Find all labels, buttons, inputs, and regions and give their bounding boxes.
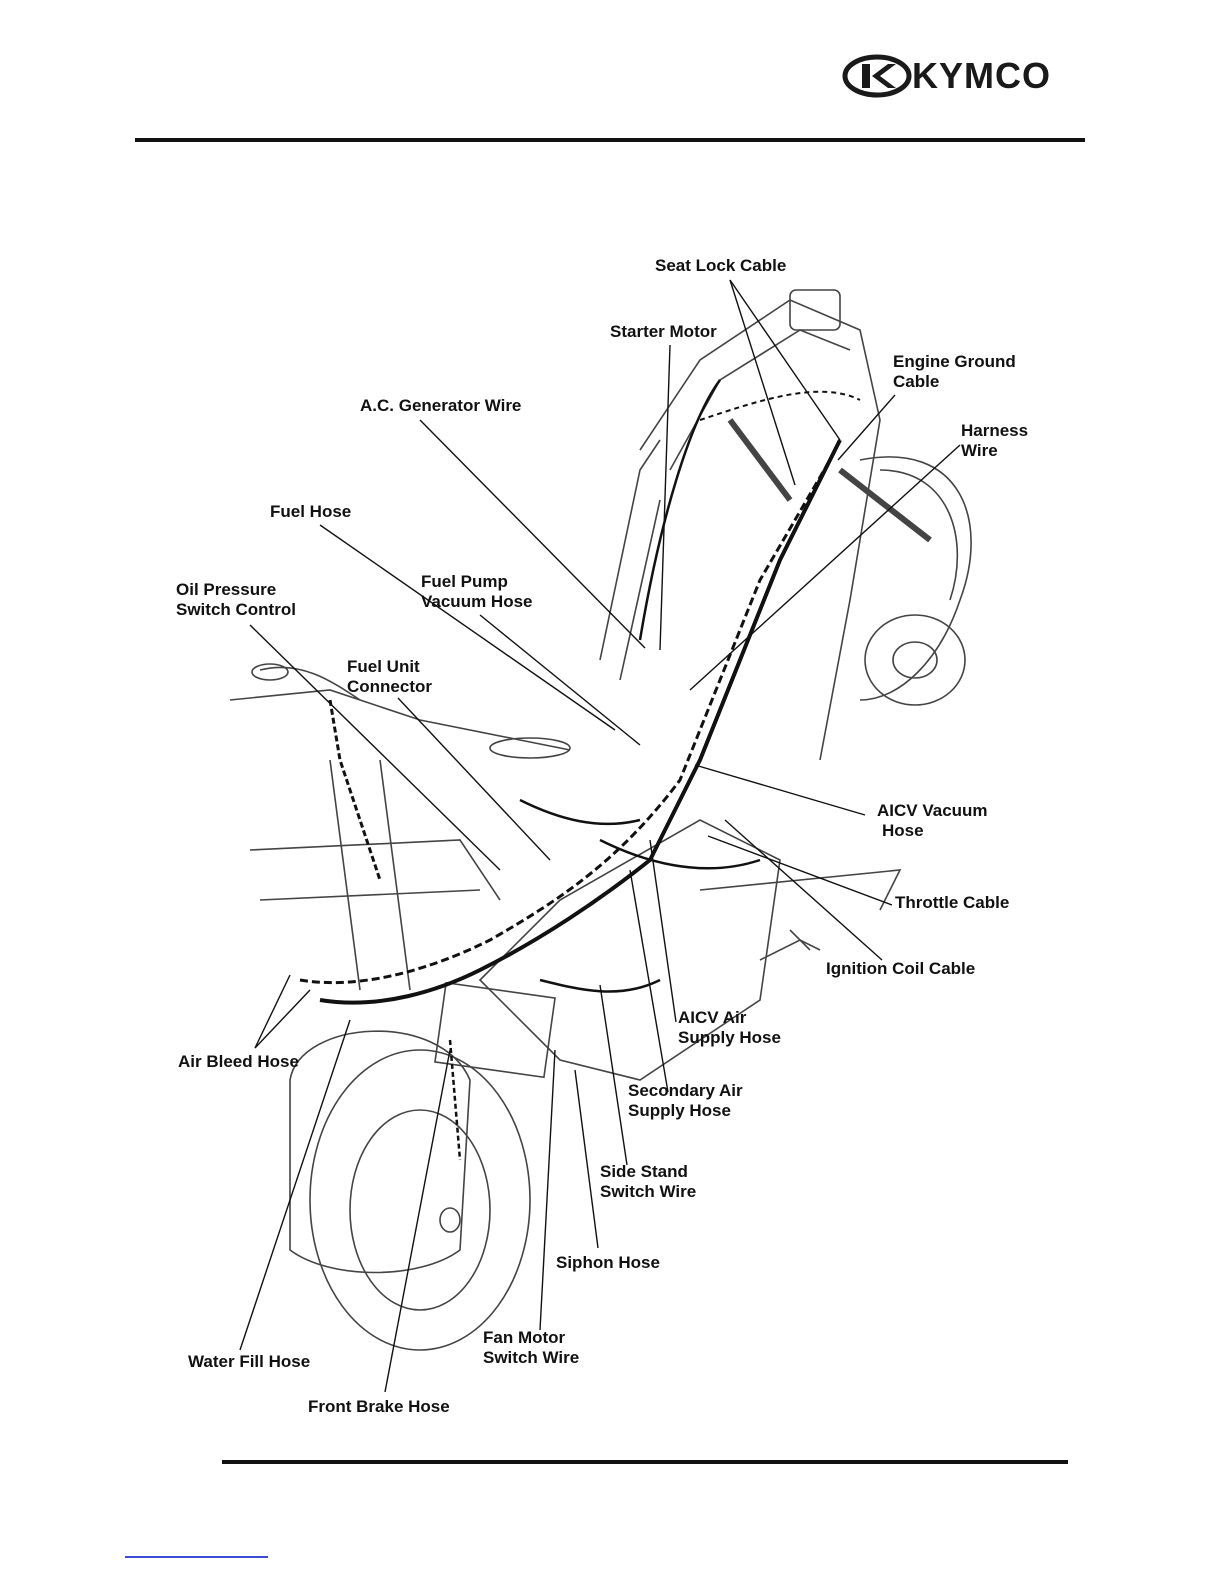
kymco-emblem-icon [842,54,912,98]
label-air-bleed-hose: Air Bleed Hose [178,1052,299,1071]
label-line: Side Stand [600,1162,688,1181]
kymco-logo: KYMCO [842,54,1078,98]
label-line: Harness [961,421,1029,440]
label-ignition-coil-cable: Ignition Coil Cable [826,959,976,978]
label-line: Hose [882,821,924,840]
label-front-brake-hose: Front Brake Hose [308,1397,450,1416]
label-line: Vacuum Hose [421,592,533,611]
label-line: Fuel Unit [347,657,420,676]
footer-rule [222,1460,1068,1464]
header-rule [135,138,1085,142]
label-line: Supply Hose [678,1028,781,1047]
label-line: Switch Control [176,600,296,619]
brand-name: KYMCO [912,55,1051,96]
label-line: Secondary Air [628,1081,743,1100]
label-fuel-pump-vacuum-hose: Fuel Pump Vacuum Hose [421,572,533,612]
label-side-stand-switch-wire: Side Stand Switch Wire [600,1162,696,1202]
label-starter-motor: Starter Motor [610,322,717,341]
label-siphon-hose: Siphon Hose [556,1253,660,1272]
label-line: Fan Motor [483,1328,566,1347]
label-line: Connector [347,677,432,696]
label-ac-generator-wire: A.C. Generator Wire [360,396,522,415]
label-line: Fuel Pump [421,572,508,591]
label-water-fill-hose: Water Fill Hose [188,1352,311,1371]
label-engine-ground-cable: Engine Ground Cable [893,352,1016,392]
label-line: Supply Hose [628,1101,731,1120]
label-fuel-unit-connector: Fuel Unit Connector [347,657,432,697]
label-aicv-air-supply-hose: AICV Air Supply Hose [678,1008,781,1048]
footer-link-underline[interactable] [125,1556,268,1558]
label-line: Engine Ground [893,352,1016,371]
label-throttle-cable: Throttle Cable [895,893,1010,912]
label-seat-lock-cable: Seat Lock Cable [655,256,787,275]
label-secondary-air-supply-hose: Secondary Air Supply Hose [628,1081,743,1121]
label-line: Switch Wire [600,1182,697,1201]
label-fan-motor-switch-wire: Fan Motor Switch Wire [483,1328,579,1368]
label-line: AICV Air [678,1008,747,1027]
label-oil-pressure-switch-control: Oil Pressure Switch Control [176,580,296,620]
label-fuel-hose: Fuel Hose [270,502,352,521]
label-line: Cable [893,372,940,391]
label-line: Wire [961,441,998,460]
scooter-frame-drawing [229,289,972,1351]
label-line: Switch Wire [483,1348,580,1367]
label-line: Oil Pressure [176,580,277,599]
label-aicv-vacuum-hose: AICV Vacuum Hose [877,801,988,841]
label-harness-wire: Harness Wire [961,421,1028,461]
leader-lines [239,279,961,1393]
label-line: AICV Vacuum [877,801,988,820]
